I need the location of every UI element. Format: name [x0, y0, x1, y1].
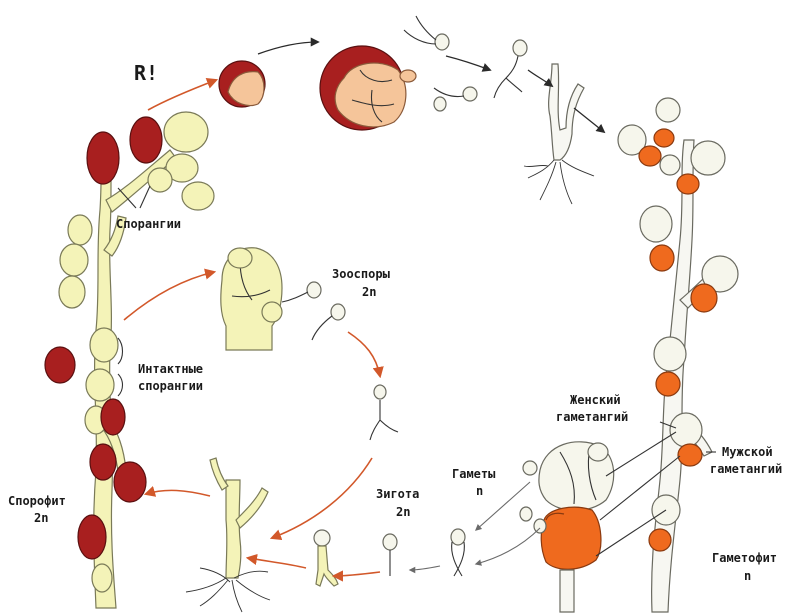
germinating-zygote	[313, 529, 339, 587]
young-sporophyte	[185, 457, 271, 613]
gametes-fusing	[450, 528, 466, 577]
labels: R! Спорангии Зооспоры 2n Интактные спора…	[8, 61, 782, 583]
female-gametangium-label-1: Женский	[570, 393, 621, 407]
zoospores-top	[403, 15, 528, 112]
zygote-label: Зигота	[376, 487, 419, 501]
intact-sporangia-label-1: Интактные	[138, 362, 203, 376]
sporangia-label: Спорангии	[116, 217, 181, 231]
sporophyte-label: Спорофит	[8, 494, 66, 508]
zoospores-ploidy-label: 2n	[362, 285, 376, 299]
cycle-arrows	[123, 37, 606, 582]
young-gametophyte	[523, 63, 595, 205]
resistant-sporangium-small	[218, 60, 266, 108]
female-gametangium-label-2: гаметангий	[556, 410, 628, 424]
zygote	[382, 533, 398, 576]
gametophyte-plant	[617, 97, 739, 613]
gametes-label: Гаметы	[452, 467, 496, 481]
male-gametangium-label-1: Мужской	[722, 445, 773, 459]
gametangia-enlarged	[519, 431, 681, 613]
gametes-ploidy-label: n	[476, 484, 483, 498]
intact-sporangium-enlarged	[220, 247, 399, 441]
zygote-ploidy-label: 2n	[396, 505, 410, 519]
resistant-sporangium-large	[319, 45, 417, 131]
intact-sporangia-label-2: спорангии	[138, 379, 203, 393]
gametophyte-ploidy-label: n	[744, 569, 751, 583]
sporophyte-ploidy-label: 2n	[34, 511, 48, 525]
sporophyte-plant	[44, 111, 215, 609]
gametophyte-label: Гаметофит	[712, 551, 777, 565]
meiosis-label: R!	[134, 61, 158, 85]
zoospores-label: Зооспоры	[332, 267, 391, 281]
male-gametangium-label-2: гаметангий	[710, 462, 782, 476]
